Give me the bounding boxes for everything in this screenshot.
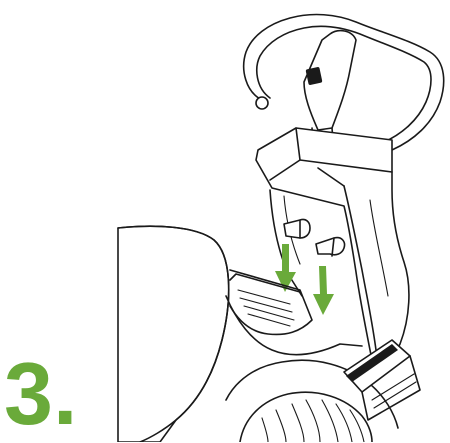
step-number: 3. bbox=[4, 350, 77, 438]
rear-step bbox=[344, 340, 420, 420]
bumper-pin-icon bbox=[284, 219, 345, 256]
cover-panel bbox=[118, 226, 229, 442]
